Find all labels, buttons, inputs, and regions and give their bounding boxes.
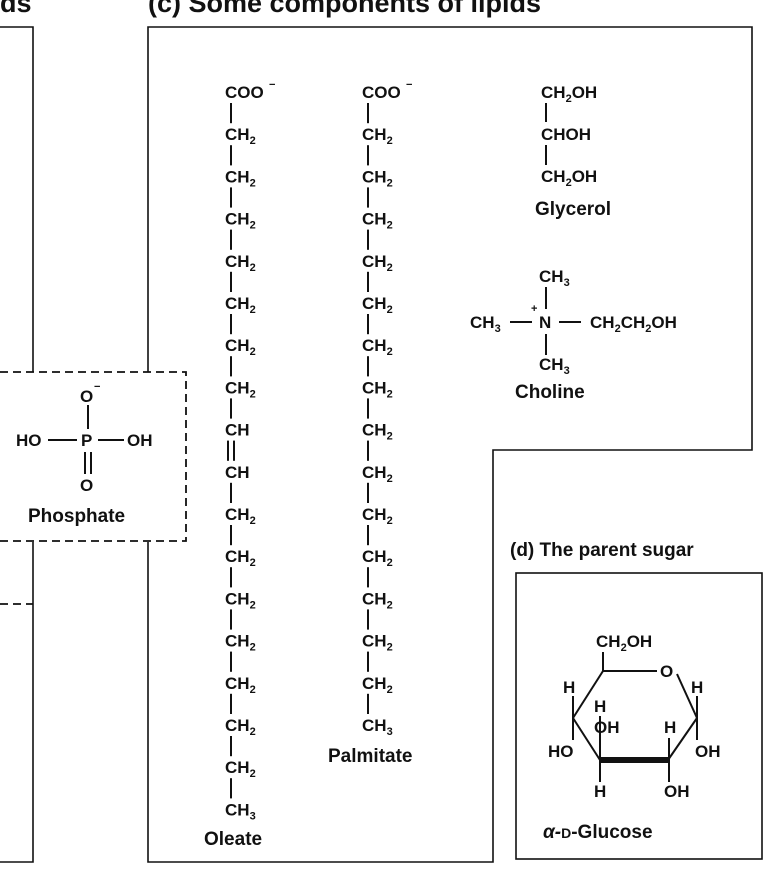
palmitate-ch2: CH2 — [362, 421, 393, 443]
phosphate-o-minus: O — [80, 387, 93, 406]
glucose-label: α-D-Glucose — [543, 822, 653, 843]
glucose-oh-bottom: OH — [664, 782, 690, 801]
palmitate-charge: − — [406, 79, 412, 91]
choline-n: N — [539, 313, 551, 332]
glycerol-ch2oh-top: CH2OH — [541, 83, 597, 105]
panel-c-title: (c) Some components of lipids — [148, 0, 541, 18]
choline-ch3-bottom: CH3 — [539, 355, 570, 377]
glucose-ring-o-c1 — [676, 673, 698, 719]
glucose-h-c5: H — [563, 678, 575, 697]
oleate-ch2: CH2 — [225, 505, 256, 527]
glucose-oh-c3: OH — [594, 718, 620, 737]
phosphate-p: P — [81, 431, 92, 450]
palmitate-ch2: CH2 — [362, 294, 393, 316]
phosphate-minus-sign: − — [94, 381, 100, 393]
phosphate-structure: O − HO P OH O Phosphate — [0, 371, 187, 542]
oleate-ch3: CH3 — [225, 800, 256, 822]
glucose-ho-c4: HO — [548, 742, 574, 761]
choline-ch3-top: CH3 — [539, 267, 570, 289]
glucose-oh-c1: OH — [695, 742, 721, 761]
palmitate-ch2: CH2 — [362, 125, 393, 147]
oleate-ch2: CH2 — [225, 125, 256, 147]
left-panel-border-bottom — [0, 542, 34, 863]
palmitate-ch2: CH2 — [362, 632, 393, 654]
oleate-ch2: CH2 — [225, 547, 256, 569]
glucose-h-c4: H — [594, 697, 606, 716]
oleate-ch2: CH2 — [225, 674, 256, 696]
palmitate-ch2: CH2 — [362, 210, 393, 232]
oleate-ch2: CH2 — [225, 716, 256, 738]
oleate-label: Oleate — [204, 829, 262, 850]
glucose-ch2oh: CH2OH — [596, 632, 652, 654]
glucose-ring-o: O — [660, 662, 673, 681]
glycerol-structure: CH2OH CHOH CH2OH Glycerol — [535, 83, 611, 220]
phosphate-dashed-box — [0, 371, 187, 542]
oleate-ch2: CH2 — [225, 210, 256, 232]
phosphate-o-bottom: O — [80, 476, 93, 495]
glucose-h-c2: H — [664, 718, 676, 737]
glucose-ring-c3-c4 — [572, 717, 601, 761]
oleate-ch2: CH2 — [225, 336, 256, 358]
oleate-ch2: CH2 — [225, 378, 256, 400]
glucose-h-bottom: H — [594, 782, 606, 801]
oleate-structure: COO − CH2CH2CH2CH2CH2CH2CH2CHCHCH2CH2CH2… — [225, 79, 275, 822]
glycerol-chohh: CHOH — [541, 125, 591, 144]
left-panel-title-fragment: ds — [0, 0, 32, 18]
choline-plus: + — [531, 303, 537, 315]
phosphate-ho: HO — [16, 431, 42, 450]
oleate-ch2: CH2 — [225, 589, 256, 611]
oleate-charge: − — [269, 79, 275, 91]
oleate-ch2: CH2 — [225, 167, 256, 189]
oleate-ch: CH — [225, 421, 250, 440]
palmitate-ch2: CH2 — [362, 252, 393, 274]
choline-ch3-left: CH3 — [470, 313, 501, 335]
glucose-h-c1: H — [691, 678, 703, 697]
oleate-ch: CH — [225, 463, 250, 482]
glucose-ring-c1-c2 — [667, 717, 698, 761]
palmitate-ch2: CH2 — [362, 547, 393, 569]
oleate-coo: COO — [225, 83, 264, 102]
palmitate-ch2: CH2 — [362, 589, 393, 611]
left-panel-border-top — [0, 26, 34, 372]
palmitate-ch2: CH2 — [362, 463, 393, 485]
palmitate-ch3: CH3 — [362, 716, 393, 738]
panel-d-border — [515, 572, 763, 860]
choline-ch2ch2oh: CH2CH2OH — [590, 313, 677, 335]
glycerol-label: Glycerol — [535, 199, 611, 220]
glycerol-ch2oh-bottom: CH2OH — [541, 167, 597, 189]
glucose-structure: CH2OH O H H OH HO H OH H H OH α-D-Glucos… — [543, 632, 721, 843]
phosphate-oh: OH — [127, 431, 153, 450]
oleate-ch2: CH2 — [225, 632, 256, 654]
glucose-ring-c4-c5 — [572, 670, 604, 719]
panel-d-title: (d) The parent sugar — [510, 540, 694, 561]
choline-label: Choline — [515, 382, 585, 403]
palmitate-structure: COO − CH2CH2CH2CH2CH2CH2CH2CH2CH2CH2CH2C… — [362, 79, 412, 738]
palmitate-label: Palmitate — [328, 746, 412, 767]
palmitate-ch2: CH2 — [362, 336, 393, 358]
oleate-ch2: CH2 — [225, 252, 256, 274]
choline-structure: CH3 CH3 + N CH2CH2OH CH3 Choline — [470, 267, 677, 403]
palmitate-ch2: CH2 — [362, 378, 393, 400]
panel-c-border — [147, 26, 753, 863]
palmitate-ch2: CH2 — [362, 505, 393, 527]
oleate-ch2: CH2 — [225, 294, 256, 316]
palmitate-ch2: CH2 — [362, 674, 393, 696]
oleate-ch2: CH2 — [225, 758, 256, 780]
palmitate-ch2: CH2 — [362, 167, 393, 189]
phosphate-label: Phosphate — [28, 506, 125, 527]
palmitate-coo: COO — [362, 83, 401, 102]
